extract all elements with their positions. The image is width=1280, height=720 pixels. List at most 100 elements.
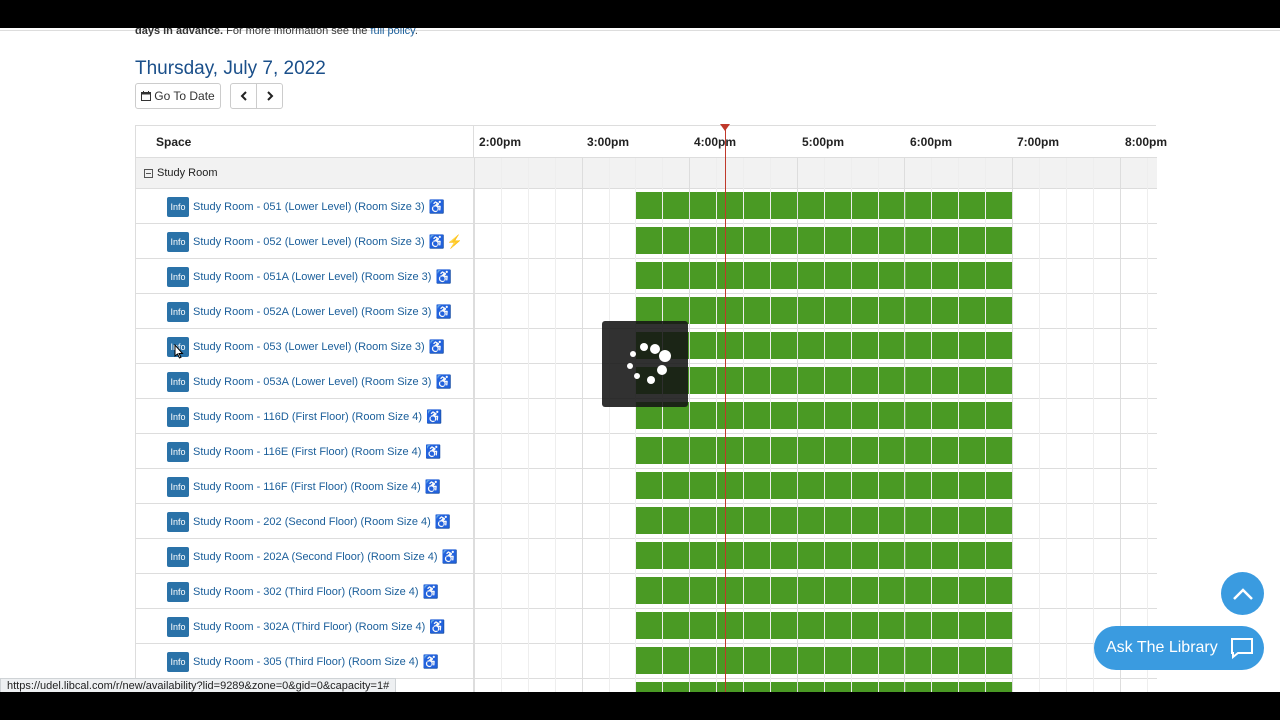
- room-link[interactable]: Study Room - 302A (Third Floor) (Room Si…: [193, 620, 426, 633]
- info-button[interactable]: Info: [167, 616, 189, 637]
- info-button[interactable]: Info: [167, 546, 189, 567]
- room-label: Info Study Room - 052A (Lower Level) (Roo…: [136, 294, 474, 329]
- room-link[interactable]: Study Room - 116D (First Floor) (Room Si…: [193, 410, 423, 423]
- wheelchair-icon: ♿: [435, 303, 452, 319]
- room-link[interactable]: Study Room - 202 (Second Floor) (Room Si…: [193, 515, 431, 528]
- scroll-to-top-button[interactable]: [1221, 572, 1264, 615]
- room-link[interactable]: Study Room - 052A (Lower Level) (Room Si…: [193, 305, 432, 318]
- full-policy-link[interactable]: full policy: [370, 28, 415, 37]
- room-link[interactable]: Study Room - 116F (First Floor) (Room Si…: [193, 480, 421, 493]
- previous-day-button[interactable]: [230, 83, 257, 109]
- wheelchair-icon: ♿: [428, 198, 445, 214]
- spinner-dot: [627, 363, 633, 369]
- slot-divider: [905, 612, 906, 639]
- info-button[interactable]: Info: [167, 336, 189, 357]
- spinner-dot: [634, 373, 640, 379]
- info-button[interactable]: Info: [167, 231, 189, 252]
- room-row: Info Study Room - 305 (Third Floor) (Room…: [136, 644, 1157, 679]
- wheelchair-icon: ♿: [435, 268, 452, 284]
- grid-column-line: [500, 158, 502, 692]
- info-button[interactable]: Info: [167, 371, 189, 392]
- go-to-date-label: Go To Date: [154, 89, 215, 103]
- grid-column-line: [1146, 158, 1148, 692]
- wheelchair-icon: ♿: [426, 408, 443, 424]
- grid-column-line: [823, 158, 825, 692]
- room-label: Info Study Room - 202A (Second Floor) (Ro…: [136, 539, 474, 574]
- power-outlet-icon: ⚡: [446, 233, 464, 249]
- wheelchair-icon: ♿: [441, 548, 458, 564]
- ask-label: Ask The Library: [1106, 639, 1218, 656]
- slot-divider: [905, 437, 906, 464]
- room-link[interactable]: Study Room - 116E (First Floor) (Room Si…: [193, 445, 422, 458]
- info-button[interactable]: Info: [167, 651, 189, 672]
- grid-column-line: [904, 158, 906, 692]
- room-link[interactable]: Study Room - 305 (Third Floor) (Room Siz…: [193, 655, 419, 668]
- spinner-dot: [647, 376, 655, 384]
- grid-column-line: [1119, 158, 1121, 692]
- room-link[interactable]: Study Room - 051A (Lower Level) (Room Si…: [193, 270, 432, 283]
- grid-column-line: [1092, 158, 1094, 692]
- room-label: Info Study Room - 051 (Lower Level) (Room…: [136, 189, 474, 224]
- group-row[interactable]: Study Room: [136, 158, 1157, 189]
- info-button[interactable]: Info: [167, 581, 189, 602]
- room-label: Info Study Room - 302A (Third Floor) (Roo…: [136, 609, 474, 644]
- slot-divider: [905, 262, 906, 289]
- time-label: 6:00pm: [910, 135, 953, 149]
- slot-divider: [905, 227, 906, 254]
- info-button[interactable]: Info: [167, 406, 189, 427]
- info-button[interactable]: Info: [167, 196, 189, 217]
- room-link[interactable]: Study Room - 302 (Third Floor) (Room Siz…: [193, 585, 419, 598]
- wheelchair-icon: ♿: [422, 583, 439, 599]
- grid-column-line: [877, 158, 879, 692]
- grid-column-line: [769, 158, 771, 692]
- info-button[interactable]: Info: [167, 266, 189, 287]
- grid-column-line: [743, 158, 744, 692]
- wheelchair-icon: ♿: [424, 478, 441, 494]
- room-row: Info Study Room - 302 (Third Floor) (Room…: [136, 574, 1157, 609]
- time-label: 4:00pm: [694, 135, 737, 149]
- space-column-header: Space: [136, 126, 474, 158]
- room-link[interactable]: Study Room - 053A (Lower Level) (Room Si…: [193, 375, 432, 388]
- bottom-black-bar: [0, 692, 1280, 720]
- grid-column-line: [796, 158, 798, 692]
- ask-the-library-button[interactable]: Ask The Library: [1094, 626, 1264, 670]
- grid-column-line: [1065, 158, 1067, 692]
- room-row: Info Study Room - 116F (First Floor) (Roo…: [136, 469, 1157, 504]
- collapse-icon[interactable]: [144, 168, 153, 178]
- room-link[interactable]: Study Room - 052 (Lower Level) (Room Siz…: [193, 235, 425, 248]
- info-button[interactable]: Info: [167, 441, 189, 462]
- next-day-button[interactable]: [256, 83, 283, 109]
- grid-column-line: [554, 158, 556, 692]
- chevron-left-icon: [240, 91, 247, 101]
- slot-divider: [905, 542, 906, 569]
- wheelchair-icon: ♿: [428, 233, 445, 249]
- room-link[interactable]: Study Room - 053 (Lower Level) (Room Siz…: [193, 340, 425, 353]
- policy-end: .: [414, 28, 418, 37]
- mouse-cursor-icon: [174, 344, 184, 359]
- group-toggle[interactable]: Study Room: [144, 167, 218, 179]
- wheelchair-icon: ♿: [428, 338, 445, 354]
- room-link[interactable]: Study Room - 051 (Lower Level) (Room Siz…: [193, 200, 425, 213]
- wheelchair-icon: ♿: [435, 373, 452, 389]
- room-row: Info Study Room - 116E (First Floor) (Roo…: [136, 434, 1157, 469]
- info-button[interactable]: Info: [167, 476, 189, 497]
- chevron-up-icon: [1232, 587, 1253, 600]
- time-label: 2:00pm: [479, 135, 522, 149]
- room-row: Info Study Room - 202 (Second Floor) (Roo…: [136, 504, 1157, 539]
- time-label: 5:00pm: [802, 135, 845, 149]
- room-row: Info Study Room - 051A (Lower Level) (Roo…: [136, 259, 1157, 294]
- slot-divider: [905, 367, 906, 394]
- grid-column-line: [689, 158, 691, 692]
- wheelchair-icon: ♿: [422, 653, 439, 669]
- spinner-dot: [657, 365, 667, 375]
- room-row: Info Study Room - 051 (Lower Level) (Room…: [136, 189, 1157, 224]
- room-link[interactable]: Study Room - 202A (Second Floor) (Room S…: [193, 550, 438, 563]
- spinner-dot: [650, 344, 660, 354]
- status-bar-url: https://udel.libcal.com/r/new/availabili…: [0, 678, 397, 692]
- time-label: 8:00pm: [1125, 135, 1168, 149]
- go-to-date-button[interactable]: Go To Date: [135, 83, 221, 109]
- info-button[interactable]: Info: [167, 511, 189, 532]
- grid-column-line: [850, 158, 852, 692]
- slot-divider: [905, 507, 906, 534]
- info-button[interactable]: Info: [167, 301, 189, 322]
